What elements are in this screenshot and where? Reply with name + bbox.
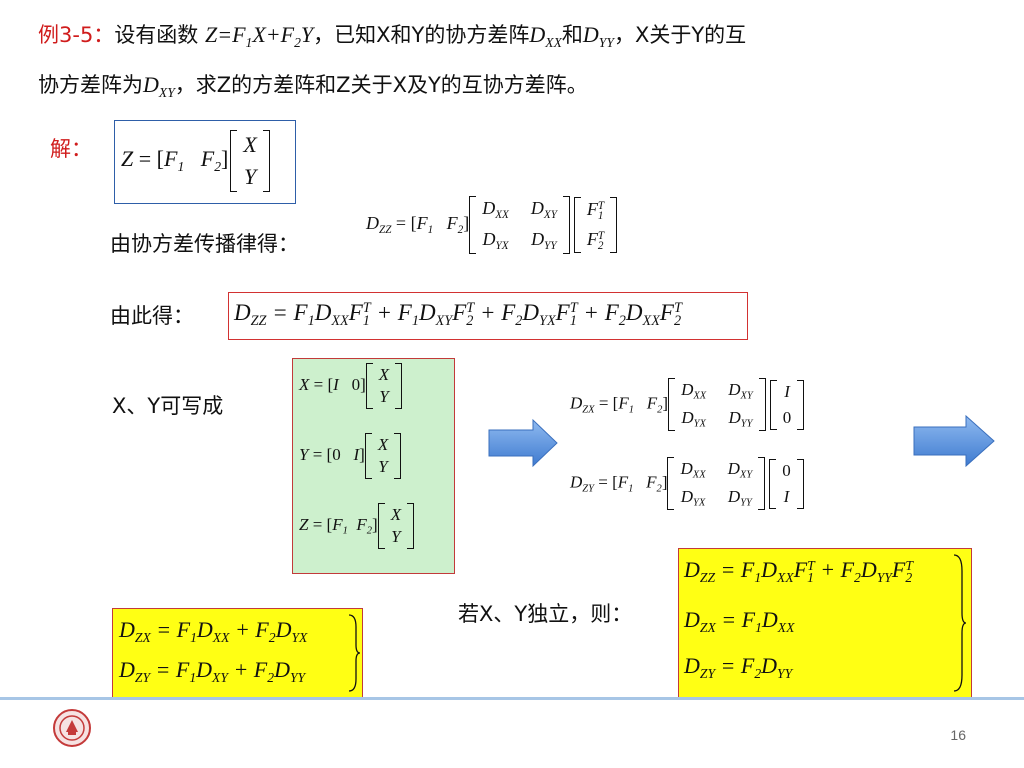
problem-statement: 例3-5：设有函数 Z=F1X+F2Y，已知X和Y的协方差阵DXX和DYY，X关… xyxy=(38,14,998,114)
solution-label: 解： xyxy=(50,137,92,161)
dzy-result: DZY = F1DXY + F2DYY xyxy=(119,657,306,685)
footer-divider xyxy=(0,697,1024,700)
problem-text-6: ，求Z的方差阵和Z关于X及Y的互协方差阵。 xyxy=(174,72,588,97)
dzx-result: DZX = F1DXX + F2DYX xyxy=(119,617,308,645)
problem-text-4: ，X关于Y的互 xyxy=(613,23,747,47)
dzy-independent: DZY = F2DYY xyxy=(684,653,793,681)
dyy-symbol: DYY xyxy=(582,22,614,50)
step2-label: 由此得： xyxy=(110,304,194,328)
problem-label: 例3-5： xyxy=(38,23,115,47)
function-formula: Z=F1X+F2Y xyxy=(205,22,314,50)
university-seal-logo xyxy=(53,709,91,747)
dzx-independent: DZX = F1DXX xyxy=(684,607,795,635)
right-brace xyxy=(348,614,361,692)
step1-label: 由协方差传播律得： xyxy=(110,232,299,256)
step3-label: X、Y可写成 xyxy=(112,394,224,418)
problem-text-3: 和 xyxy=(561,23,583,47)
right-arrow-icon xyxy=(488,418,558,468)
cross-covariance-box: DZX = F1DXX + F2DYX DZY = F1DXY + F2DYY xyxy=(112,608,363,698)
right-arrow-icon xyxy=(913,414,995,468)
problem-text-5: 协方差阵为 xyxy=(38,72,143,97)
problem-text-1: 设有函数 xyxy=(114,23,199,47)
step4-label: 若X、Y独立，则： xyxy=(458,602,633,626)
page-number: 16 xyxy=(950,727,966,743)
problem-text-2: ，已知X和Y的协方差阵 xyxy=(313,23,530,47)
dxx-symbol: DXX xyxy=(529,22,562,50)
right-brace xyxy=(953,554,967,692)
dxy-symbol: DXY xyxy=(143,71,175,100)
